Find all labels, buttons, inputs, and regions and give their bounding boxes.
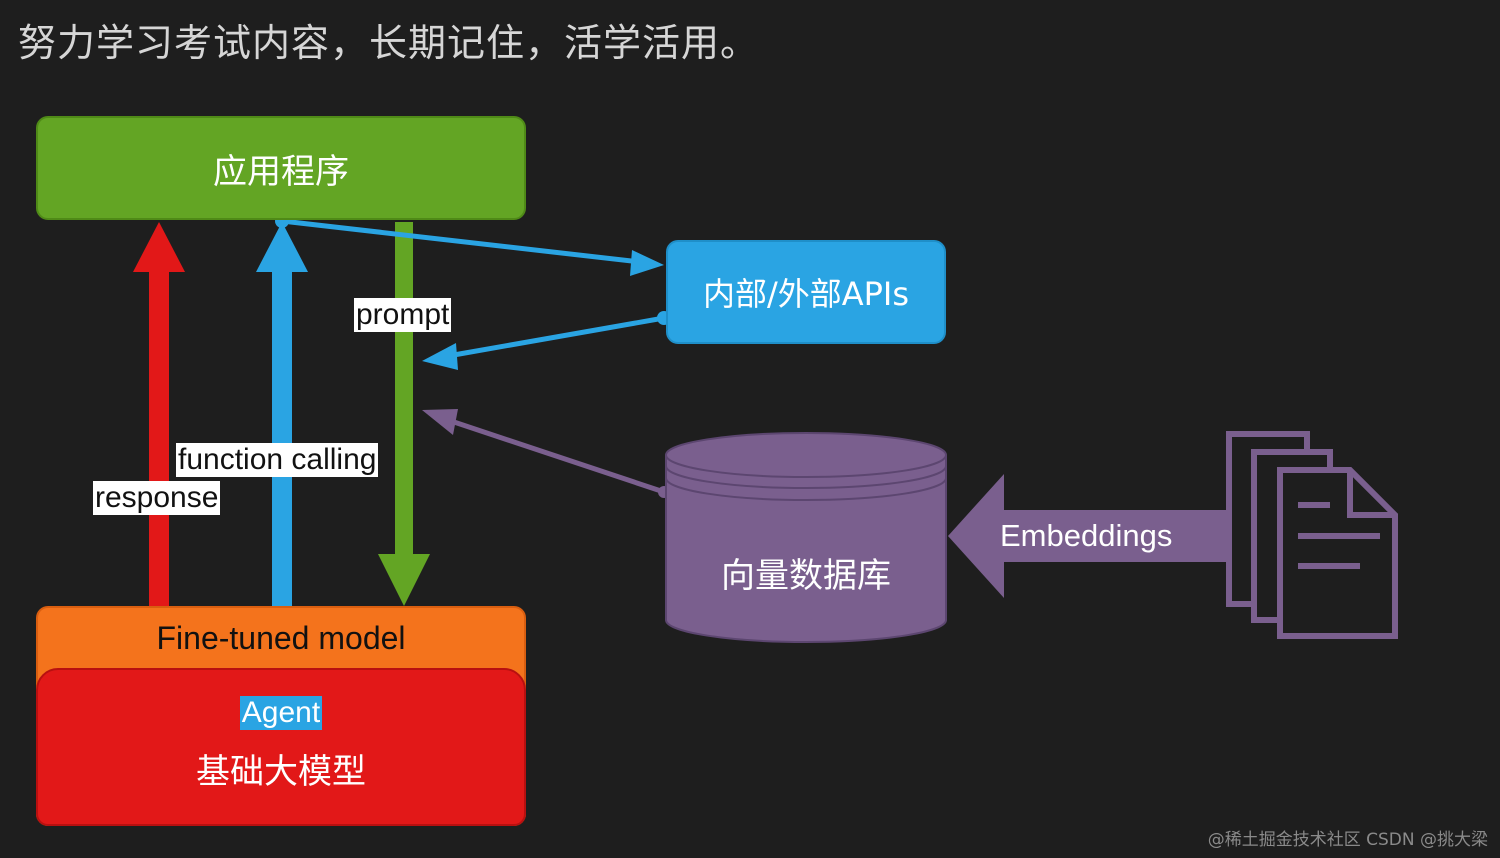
apis-to-prompt-arrow [422,311,671,370]
apis-box: 内部/外部APIs [666,240,946,344]
response-arrow [133,222,185,608]
prompt-label: prompt [354,298,452,332]
watermark: @稀土掘金技术社区 CSDN @挑大梁 [1207,830,1488,850]
vectordb-to-prompt-arrow [422,409,670,498]
base-model-box: Agent 基础大模型 [36,668,526,826]
prompt-arrow [378,222,430,606]
page-heading: 努力学习考试内容，长期记住，活学活用。 [18,21,760,65]
embeddings-label: Embeddings [1000,518,1173,553]
agent-label: Agent [239,695,323,730]
apis-label: 内部/外部APIs [702,275,910,313]
documents-icon [1226,431,1398,639]
fine-tuned-model-label: Fine-tuned model [156,620,406,656]
vector-database-cylinder [665,432,947,643]
app-box: 应用程序 [36,116,526,220]
app-label: 应用程序 [213,151,349,192]
function-calling-arrow [256,222,308,608]
function-calling-label: function calling [176,443,379,477]
embeddings-arrow [948,474,1230,598]
vector-database-label: 向量数据库 [721,556,891,596]
app-to-apis-arrow [275,214,664,276]
response-label: response [93,481,221,515]
base-model-label: 基础大模型 [196,751,366,792]
